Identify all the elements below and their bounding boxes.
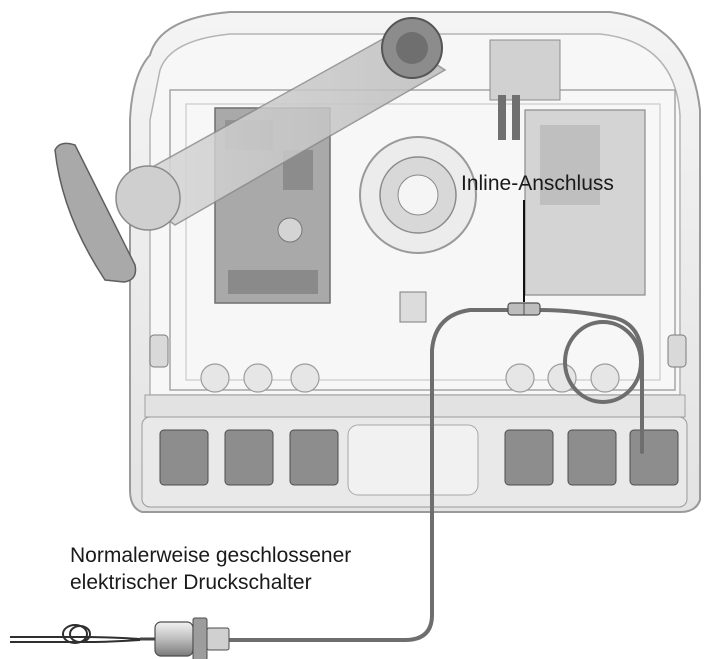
terminal-blocks-left	[159, 429, 339, 486]
sensor-block-icon	[399, 291, 427, 323]
pivot-arm-icon	[54, 17, 447, 283]
coiled-wire-icon	[10, 624, 141, 644]
pressure-switch-label-line1: Normalerweise geschlossener	[70, 544, 352, 567]
inline-connector-icon	[507, 302, 541, 316]
pressure-switch-label: Normalerweise geschlossener elektrischer…	[70, 542, 351, 596]
valve-module-icon	[489, 39, 646, 296]
pressure-switch-icon	[140, 617, 230, 659]
hub-icon	[359, 136, 477, 254]
pressure-switch-label-line2: elektrischer Druckschalter	[70, 571, 312, 594]
terminal-blocks-right	[504, 429, 679, 486]
knockout-row	[200, 363, 620, 393]
sensor-tube	[228, 308, 644, 642]
inline-connection-label: Inline-Anschluss	[461, 172, 614, 195]
